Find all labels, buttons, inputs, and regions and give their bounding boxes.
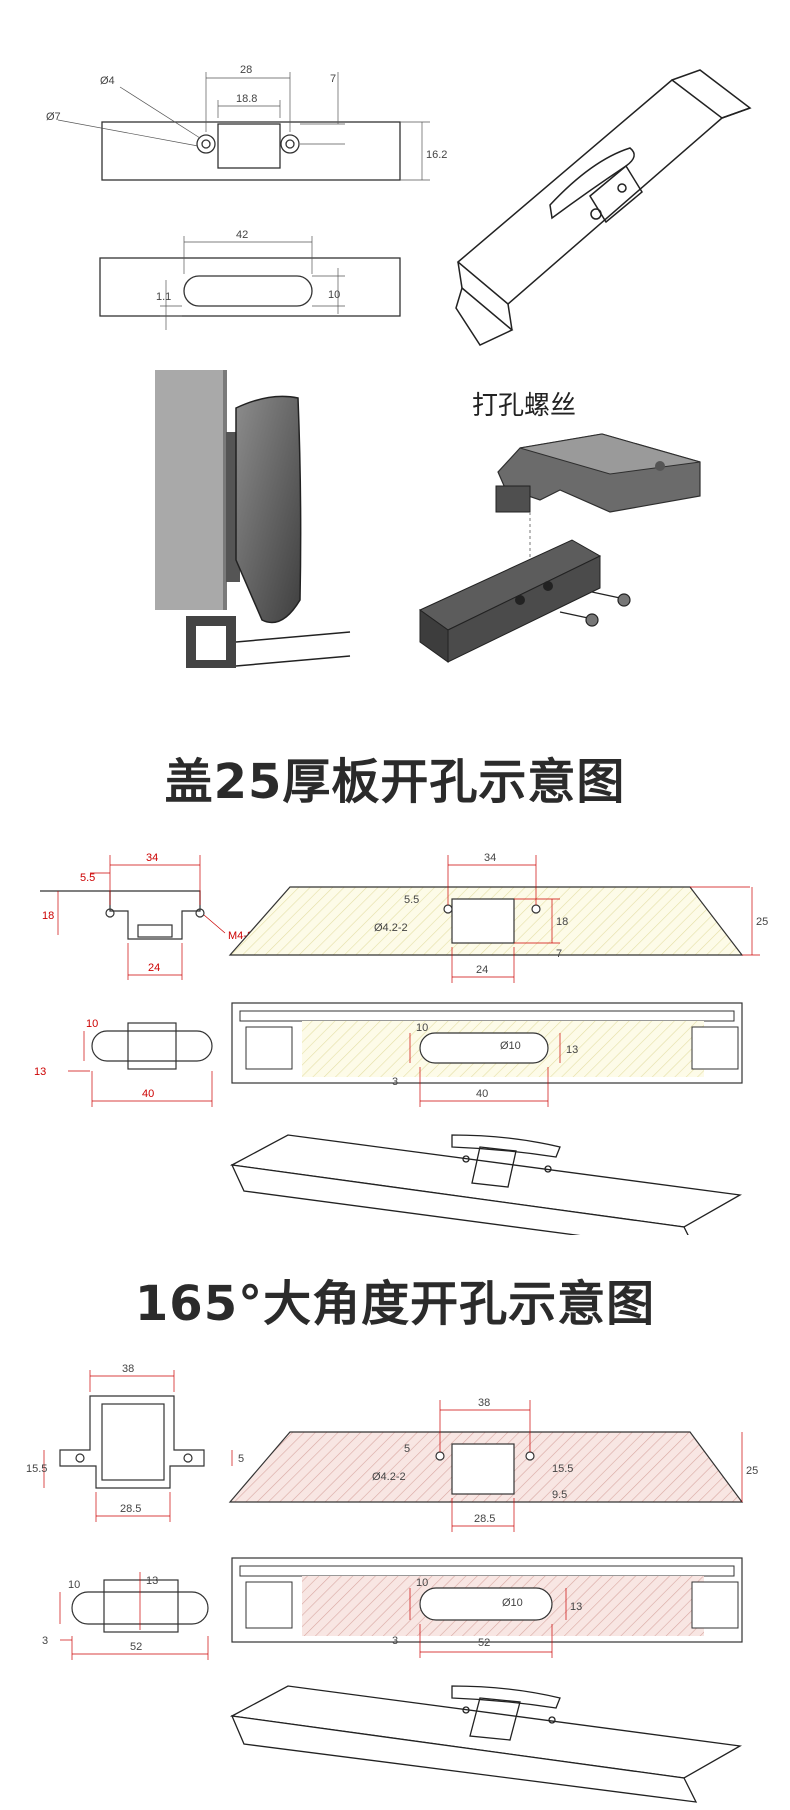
dim-25-c: 25 [746, 1465, 758, 1477]
section2-drawings: 5.5 34 18 24 M4-2 34 5.5 Ø4.2-2 18 7 24 … [34, 852, 768, 1235]
dim-24-a: 24 [148, 962, 160, 974]
dim-13-f: 13 [570, 1601, 582, 1613]
dim-phi7: Ø7 [46, 111, 61, 123]
top-view-dims [57, 72, 430, 181]
dim-3-e: 3 [42, 1635, 48, 1647]
dim-38-a: 38 [122, 1363, 134, 1375]
iso-profile-165 [229, 1685, 742, 1803]
dim-15-5-b: 15.5 [552, 1463, 573, 1475]
dim-phi10-d: Ø10 [500, 1040, 521, 1052]
dim-10-f: 10 [416, 1577, 428, 1589]
dim-40-c: 40 [142, 1088, 154, 1100]
dim-10: 10 [328, 289, 340, 301]
hinge-section-view [155, 370, 351, 668]
section2-title: 盖25厚板开孔示意图 [164, 754, 626, 810]
dim-16-2: 16.2 [426, 149, 447, 161]
dim-5-a: 5 [238, 1453, 244, 1465]
dim-10-d: 10 [416, 1022, 428, 1034]
dim-15-5-a: 15.5 [26, 1463, 47, 1475]
section3-title: 165°大角度开孔示意图 [134, 1276, 656, 1332]
dim-13-d: 13 [566, 1044, 578, 1056]
dim-28: 28 [240, 64, 252, 76]
dim-18-b: 18 [556, 916, 568, 928]
section1-drawings: Ø4 Ø7 28 18.8 7 16.2 42 10 1.1 [46, 64, 752, 668]
dim-7: 7 [330, 73, 336, 85]
dim-3-d: 3 [392, 1076, 398, 1088]
frame-3d-render [419, 539, 602, 663]
dim-13-c: 13 [34, 1066, 46, 1078]
dim-52-e: 52 [130, 1641, 142, 1653]
label-screw-drilling: 打孔螺丝 [472, 391, 577, 421]
slot-view-dims [160, 236, 345, 330]
dim-10-c: 10 [86, 1018, 98, 1030]
top-view-plate [101, 121, 401, 181]
cup-top-view-25 [40, 890, 205, 940]
section3-drawings: 38 15.5 5 28.5 38 5 Ø4.2-2 15.5 9.5 28.5… [26, 1363, 758, 1803]
dim-13-e: 13 [146, 1575, 158, 1587]
dim-3-f: 3 [392, 1635, 398, 1647]
dim-24-b: 24 [476, 964, 488, 976]
slot-view-plate [99, 257, 401, 317]
dim-28-5-b: 28.5 [474, 1513, 495, 1525]
dim-9-5-b: 9.5 [552, 1489, 567, 1501]
dim-7-b: 7 [556, 948, 562, 960]
dim-18-8: 18.8 [236, 93, 257, 105]
dim-phi4-2-b: Ø4.2-2 [374, 922, 408, 934]
dim-phi10-f: Ø10 [502, 1597, 523, 1609]
slot-top-view-25 [91, 1022, 213, 1070]
dim-1-1: 1.1 [156, 291, 171, 303]
dim-phi4: Ø4 [100, 75, 115, 87]
dim-phi4-2-c: Ø4.2-2 [372, 1471, 406, 1483]
dim-34-a: 34 [146, 852, 158, 864]
dim-52-f: 52 [478, 1637, 490, 1649]
dim-34-b: 34 [484, 852, 496, 864]
dim-38-b: 38 [478, 1397, 490, 1409]
dim-42: 42 [236, 229, 248, 241]
screw-icon [559, 591, 631, 627]
dim-10-e: 10 [68, 1579, 80, 1591]
dim-5-5-b: 5.5 [404, 894, 419, 906]
dim-5-b: 5 [404, 1443, 410, 1455]
dim-40-d: 40 [476, 1088, 488, 1100]
dim-5-5-a: 5.5 [80, 872, 95, 884]
iso-profile-25 [229, 1134, 742, 1235]
iso-profile-drawing [455, 69, 752, 346]
cup-top-view-165 [59, 1395, 205, 1489]
dim-25-b: 25 [756, 916, 768, 928]
dim-18-a: 18 [42, 910, 54, 922]
dim-28-5-a: 28.5 [120, 1503, 141, 1515]
hinge-3d-render [495, 433, 701, 560]
